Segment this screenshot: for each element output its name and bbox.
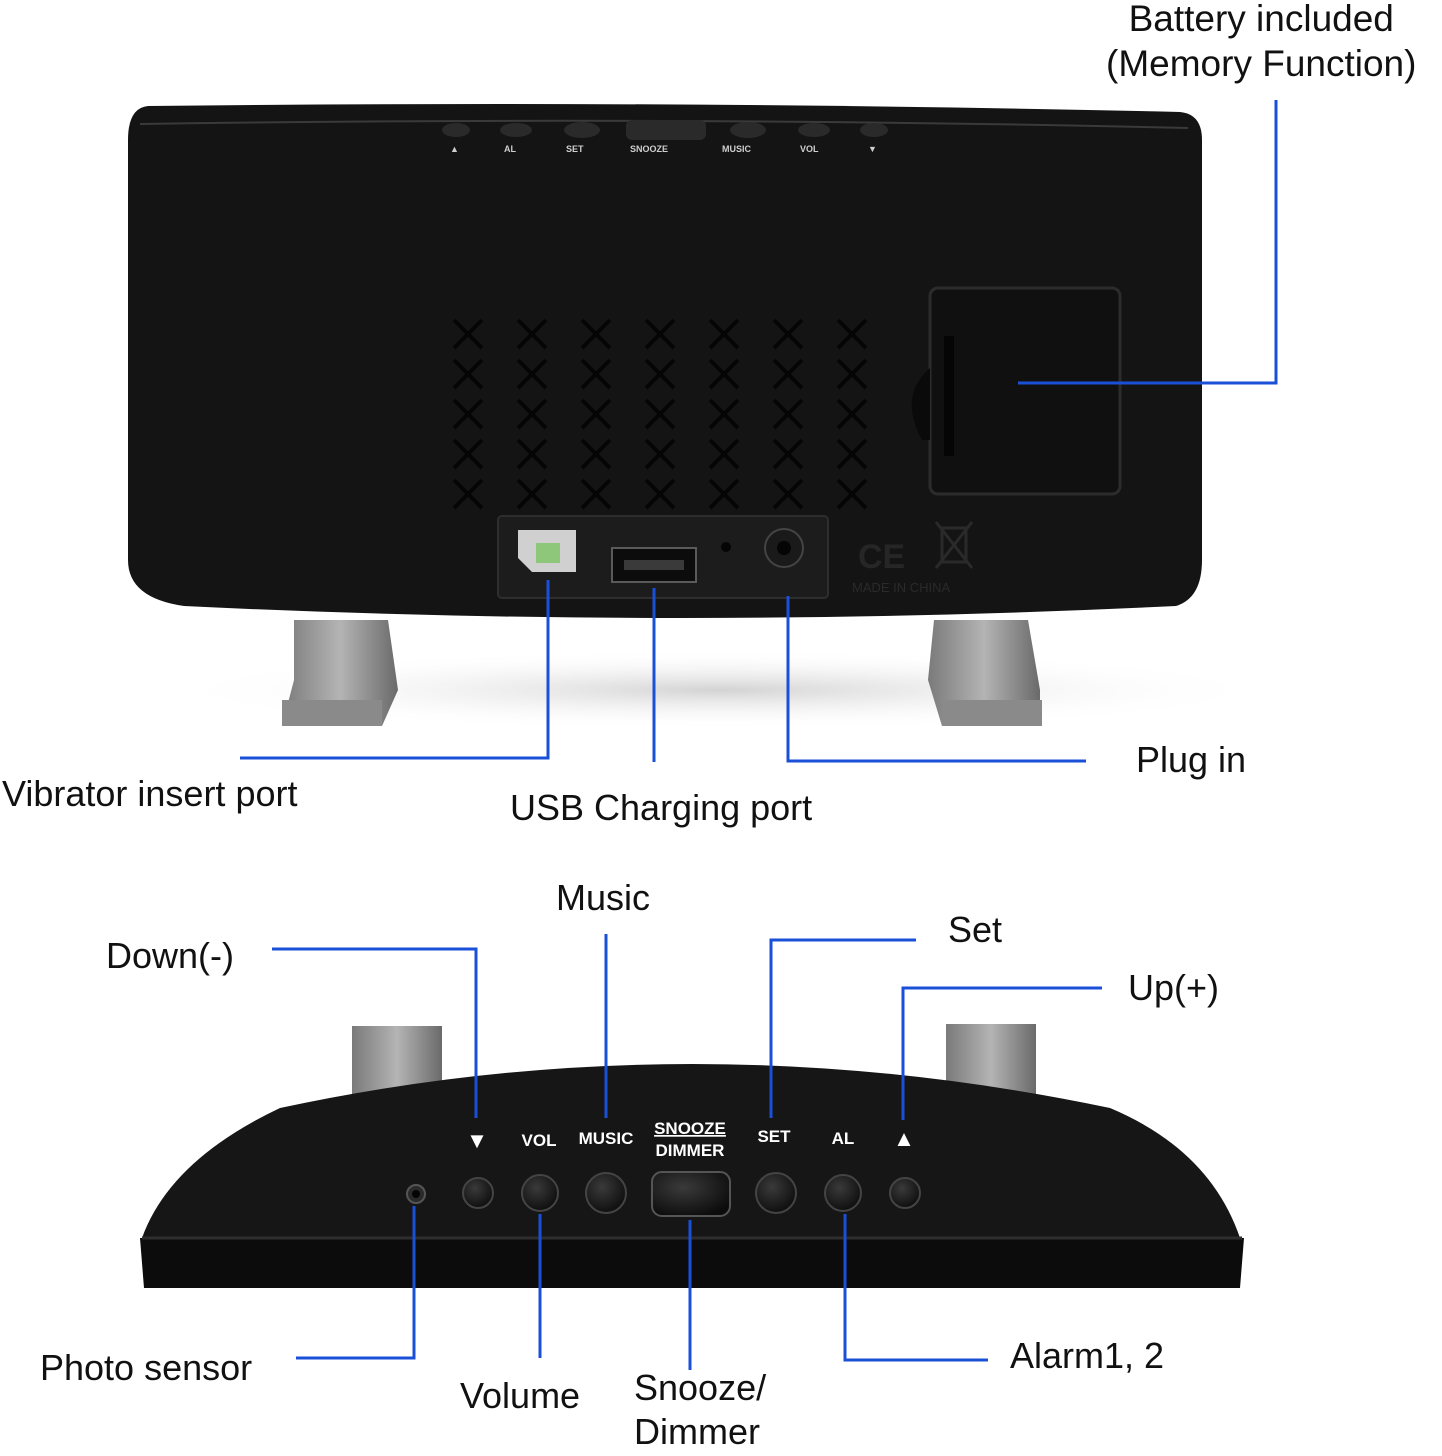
battery-callout: Battery included (Memory Function)	[1106, 0, 1417, 85]
snooze-dimmer-button[interactable]	[651, 1171, 731, 1217]
up-leader	[901, 986, 1102, 1120]
up-button[interactable]	[889, 1177, 921, 1209]
grille-slot	[644, 478, 676, 510]
grille-slot	[580, 358, 612, 390]
al-label: AL	[832, 1129, 855, 1148]
svg-text:▼: ▼	[868, 144, 877, 154]
battery-leader	[1018, 100, 1278, 385]
grille-slot	[772, 398, 804, 430]
power-jack	[764, 528, 804, 568]
set-label: SET	[757, 1127, 791, 1146]
grille-slot	[516, 398, 548, 430]
grille-slot	[836, 398, 868, 430]
left-stand	[282, 620, 398, 726]
reset-hole	[721, 542, 731, 552]
grille-slot	[516, 478, 548, 510]
snooze-dimmer-callout: Snooze/ Dimmer	[634, 1367, 767, 1452]
grille-slot	[708, 478, 740, 510]
photo-sensor	[406, 1184, 426, 1204]
down-symbol: ▼	[466, 1128, 488, 1153]
grille-slot	[580, 478, 612, 510]
weee-icon	[934, 521, 974, 569]
set-leader	[769, 938, 916, 1118]
vol-button[interactable]	[521, 1174, 559, 1212]
down-leader	[272, 947, 478, 1118]
back-view: ▲ AL SET SNOOZE MUSIC VOL ▼	[128, 104, 1280, 730]
music-callout: Music	[556, 877, 651, 918]
leader-lines	[240, 100, 1278, 1370]
svg-text:SNOOZE: SNOOZE	[630, 144, 668, 154]
alarm-callout: Alarm1, 2	[1010, 1335, 1165, 1376]
photo-leader	[296, 1206, 416, 1360]
down-callout: Down(-)	[106, 935, 235, 976]
grille-slot	[836, 478, 868, 510]
grille-slot	[516, 438, 548, 470]
volume-callout: Volume	[460, 1375, 581, 1416]
grille-slot	[452, 398, 484, 430]
grille-slot	[580, 398, 612, 430]
svg-text:VOL: VOL	[800, 144, 819, 154]
port-panel	[497, 515, 829, 599]
svg-text:SET: SET	[566, 144, 584, 154]
made-in-text: MADE IN CHINA	[852, 580, 951, 595]
al-button[interactable]	[824, 1174, 862, 1212]
grille-slot	[708, 398, 740, 430]
grille-slot	[836, 358, 868, 390]
grille-slot	[516, 358, 548, 390]
grille-slot	[452, 478, 484, 510]
speaker-grille	[452, 318, 868, 510]
music-button[interactable]	[585, 1172, 627, 1214]
dimmer-label: DIMMER	[656, 1141, 725, 1160]
snooze-label: SNOOZE	[654, 1119, 726, 1138]
set-button[interactable]	[755, 1172, 797, 1214]
up-callout: Up(+)	[1128, 967, 1220, 1008]
grille-slot	[580, 438, 612, 470]
battery-door	[911, 286, 1122, 496]
grille-slot	[772, 478, 804, 510]
vibrator-leader	[240, 580, 550, 760]
alarm-leader	[843, 1214, 988, 1362]
grille-slot	[772, 358, 804, 390]
svg-text:MUSIC: MUSIC	[722, 144, 752, 154]
plug-in-callout: Plug in	[1136, 739, 1247, 780]
grille-slot	[644, 438, 676, 470]
grille-slot	[516, 318, 548, 350]
regulatory-marks: CE MADE IN CHINA	[852, 521, 974, 595]
grille-slot	[772, 318, 804, 350]
vol-label: VOL	[522, 1131, 557, 1150]
grille-slot	[644, 398, 676, 430]
grille-slot	[452, 358, 484, 390]
grille-slot	[708, 438, 740, 470]
grille-slot	[452, 438, 484, 470]
set-callout: Set	[948, 909, 1003, 950]
right-stand	[928, 620, 1042, 726]
grille-slot	[708, 318, 740, 350]
photo-sensor-callout: Photo sensor	[40, 1347, 253, 1388]
grille-slot	[772, 438, 804, 470]
grille-slot	[836, 318, 868, 350]
grille-slot	[836, 438, 868, 470]
down-button[interactable]	[462, 1177, 494, 1209]
svg-text:AL: AL	[504, 144, 516, 154]
svg-text:▲: ▲	[450, 144, 459, 154]
grille-slot	[452, 318, 484, 350]
usb-port-callout: USB Charging port	[510, 787, 813, 828]
plug-leader	[786, 596, 1086, 763]
grille-slot	[644, 358, 676, 390]
usb-port	[611, 547, 697, 583]
ce-mark: CE	[858, 538, 905, 576]
top-view: ▼ VOL MUSIC SNOOZE DIMMER SET AL ▲	[140, 1024, 1244, 1288]
up-symbol: ▲	[893, 1126, 915, 1151]
music-label: MUSIC	[579, 1129, 634, 1148]
grille-slot	[580, 318, 612, 350]
grille-slot	[708, 358, 740, 390]
device-bottom-edge	[140, 1238, 1244, 1288]
vibrator-port	[518, 530, 576, 572]
top-buttons-back: ▲ AL SET SNOOZE MUSIC VOL ▼	[442, 120, 888, 154]
grille-slot	[644, 318, 676, 350]
vibrator-port-callout: Vibrator insert port	[2, 773, 298, 814]
